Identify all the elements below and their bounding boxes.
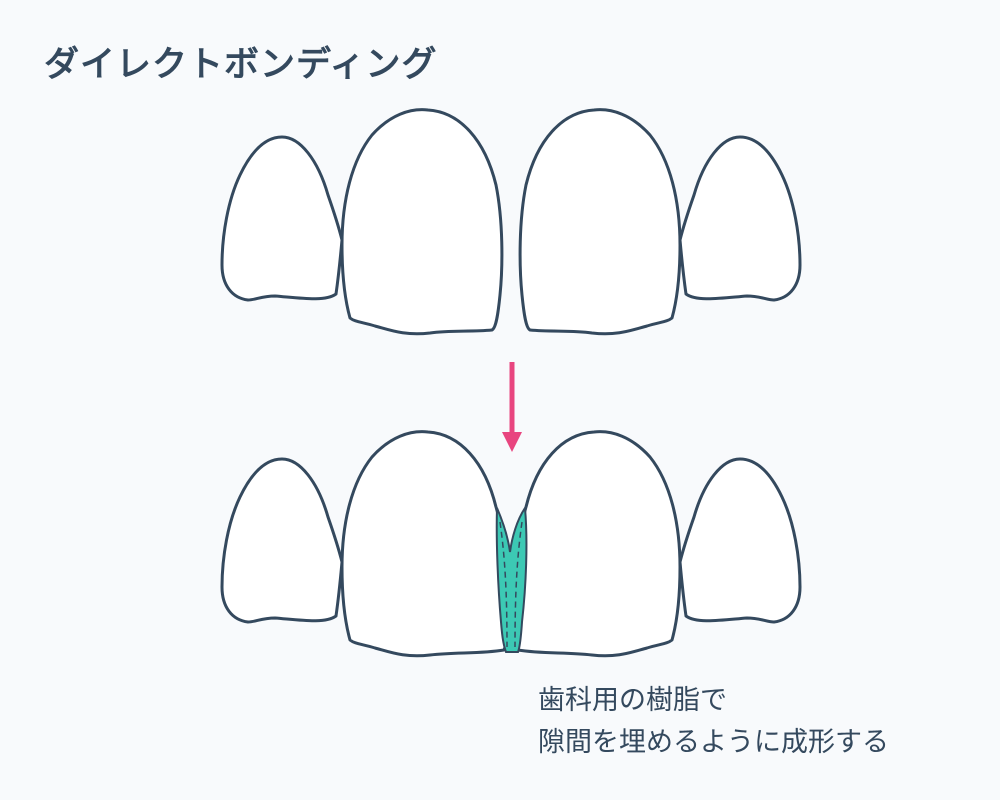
caption: 歯科用の樹脂で 隙間を埋めるように成形する — [538, 680, 889, 764]
down-arrow — [502, 362, 522, 452]
teeth-before — [220, 108, 802, 336]
central-incisor-left-after — [340, 430, 512, 658]
caption-line-2: 隙間を埋めるように成形する — [538, 727, 889, 758]
caption-line-1: 歯科用の樹脂で — [538, 685, 727, 716]
diagram-title: ダイレクトボンディング — [44, 45, 438, 85]
lateral-incisor-right-after — [678, 457, 802, 624]
lateral-incisor-right — [678, 135, 802, 302]
central-incisor-right-after — [510, 430, 682, 658]
resin-fill — [495, 505, 528, 653]
central-incisor-right — [518, 108, 682, 336]
lateral-incisor-left-after — [220, 457, 344, 624]
teeth-after — [220, 430, 802, 658]
lateral-incisor-left — [220, 135, 344, 302]
central-incisor-left — [340, 108, 504, 336]
